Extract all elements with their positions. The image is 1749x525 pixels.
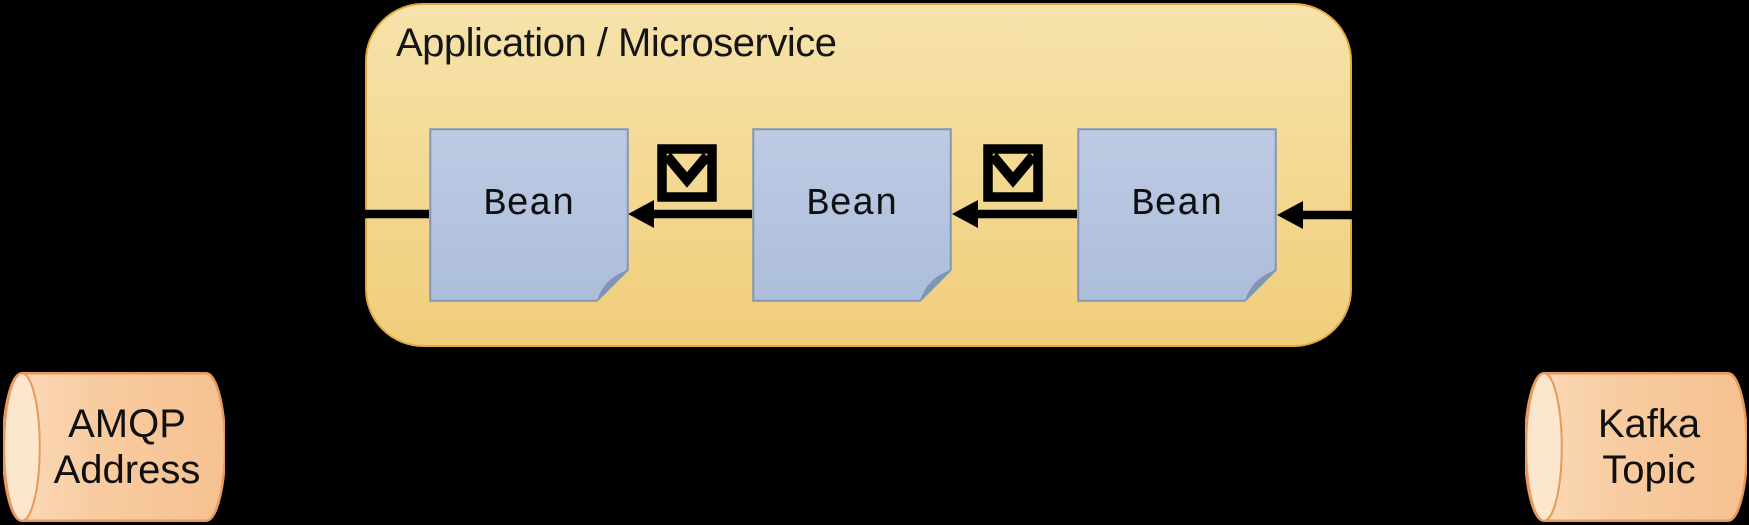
cylinder-cap [3,372,41,522]
folded-corner [597,270,628,301]
amqp-label-line2: Address [53,448,201,492]
bean-node-1: Bean [429,128,629,302]
folded-corner [1245,270,1276,301]
cylinder-cap [1525,372,1563,522]
amqp-address-cylinder: AMQP Address [1,372,227,522]
application-box-title: Application / Microservice [396,21,837,65]
bean-note-shape [1077,128,1277,302]
kafka-label-line2: Topic [1602,448,1696,492]
bean-node-3: Bean [1077,128,1277,302]
arrowhead-to-amqp [229,433,254,461]
amqp-address-label: AMQP Address [29,372,225,522]
envelope-message-icon [983,144,1043,202]
bean-node-2: Bean [752,128,952,302]
amqp-label-line1: AMQP [68,402,186,446]
bean-label: Bean [806,183,898,226]
bean-label: Bean [483,183,575,226]
bean-label: Bean [1131,183,1223,226]
bean-note-shape [752,128,952,302]
kafka-topic-label: Kafka Topic [1551,372,1747,522]
cylinder-shape [1523,372,1749,522]
kafka-label-line1: Kafka [1597,402,1701,446]
envelope-message-icon [657,144,717,202]
cylinder-shape [1,372,227,522]
folded-corner [920,270,951,301]
kafka-topic-cylinder: Kafka Topic [1523,372,1749,522]
bean-note-shape [429,128,629,302]
